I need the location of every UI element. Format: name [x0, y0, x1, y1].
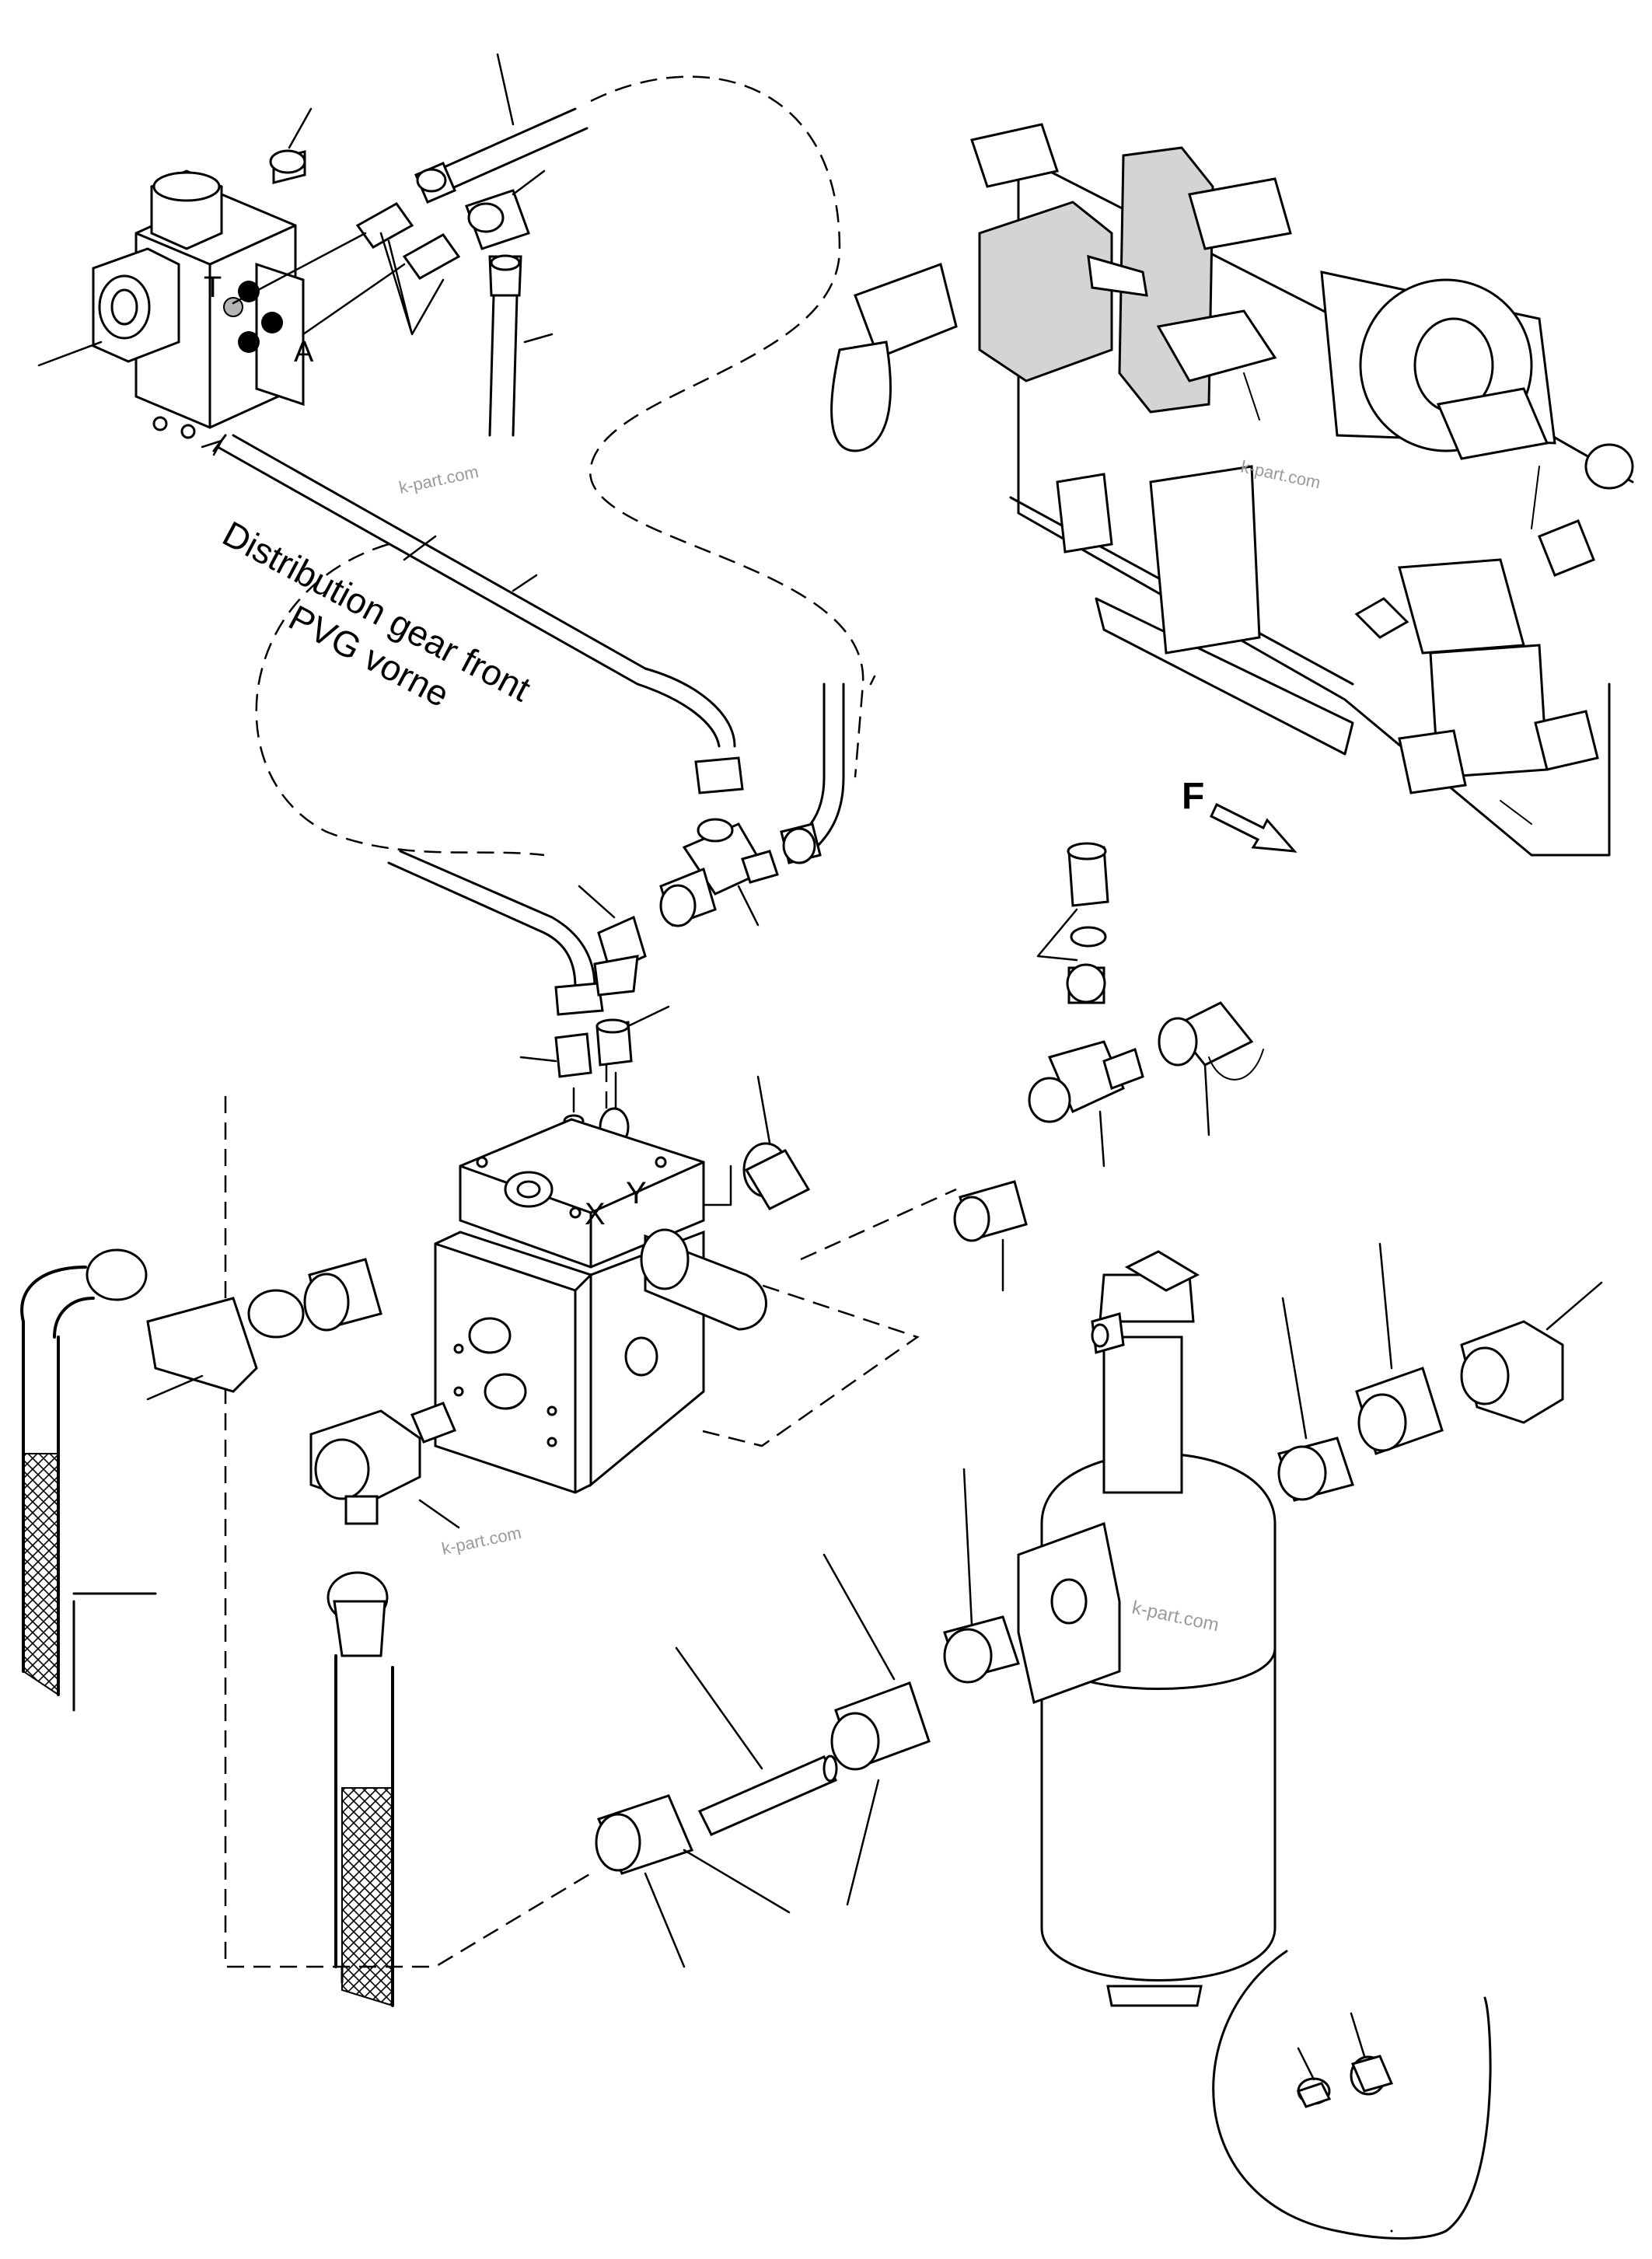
hose-routing-loop-left	[255, 543, 545, 857]
adapter-fitting-left	[303, 1258, 382, 1332]
hose-vertical-upper	[465, 169, 554, 437]
nut-fitting-upper-right	[1036, 842, 1109, 1004]
fitting-chain-link	[800, 1188, 957, 1261]
plug-fitting-bottom	[943, 1468, 1020, 1684]
port-label-y: Y	[626, 1176, 647, 1210]
braided-hose-lower	[327, 1571, 394, 2007]
tee-fitting-right	[1028, 1040, 1144, 1168]
elbow-fitting-upper	[578, 885, 647, 997]
cartridge-valve	[640, 1164, 767, 1331]
hose-top	[414, 53, 589, 204]
highlighted-valve-block	[978, 201, 1113, 382]
hose-right-vertical	[780, 675, 876, 864]
solenoid-valve-assembly	[37, 169, 305, 439]
watermark-block: k-part.com	[440, 1523, 523, 1559]
direction-arrow-icon	[1210, 802, 1298, 853]
manifold-boundary-line	[224, 1096, 592, 1968]
hose-diagonal-long	[201, 434, 744, 794]
port-label-a: A	[294, 336, 314, 368]
nipple-fitting-mid	[953, 1180, 1028, 1292]
port-label-x: X	[585, 1197, 606, 1231]
machine-frame-overview	[830, 123, 1634, 857]
filter-housing	[1017, 1250, 1277, 2007]
port-label-t: T	[204, 271, 222, 304]
tube-section	[675, 1646, 838, 1836]
banjo-fitting	[309, 1402, 460, 1529]
detail-circle	[1212, 1950, 1492, 2240]
nut-fitting-bottom	[823, 1553, 931, 1906]
manifold-block	[434, 1118, 705, 1494]
braided-hose-left	[20, 1248, 157, 1712]
elbow-fitting-right	[1460, 1281, 1603, 1424]
adapter-fitting-bottom	[595, 1794, 791, 1968]
elbow-fitting-left	[146, 1289, 305, 1401]
watermark-top-left: k-part.com	[397, 462, 480, 498]
plug-fitting-block	[742, 1075, 811, 1210]
tee-fitting-upper	[659, 818, 779, 927]
plug-fitting-right	[1277, 1297, 1354, 1502]
hose-routing-loop-upper	[589, 75, 864, 778]
hose-lower-left	[387, 850, 604, 1016]
union-fitting-right	[1158, 1001, 1264, 1136]
nipple-fittings-pair	[232, 202, 461, 336]
plug-fitting-top	[269, 107, 313, 184]
adapter-fitting-right	[1355, 1242, 1444, 1455]
direction-label-f: F	[1182, 776, 1204, 817]
manifold-right-line	[637, 1242, 920, 1447]
nipples-above-block	[519, 1005, 670, 1147]
